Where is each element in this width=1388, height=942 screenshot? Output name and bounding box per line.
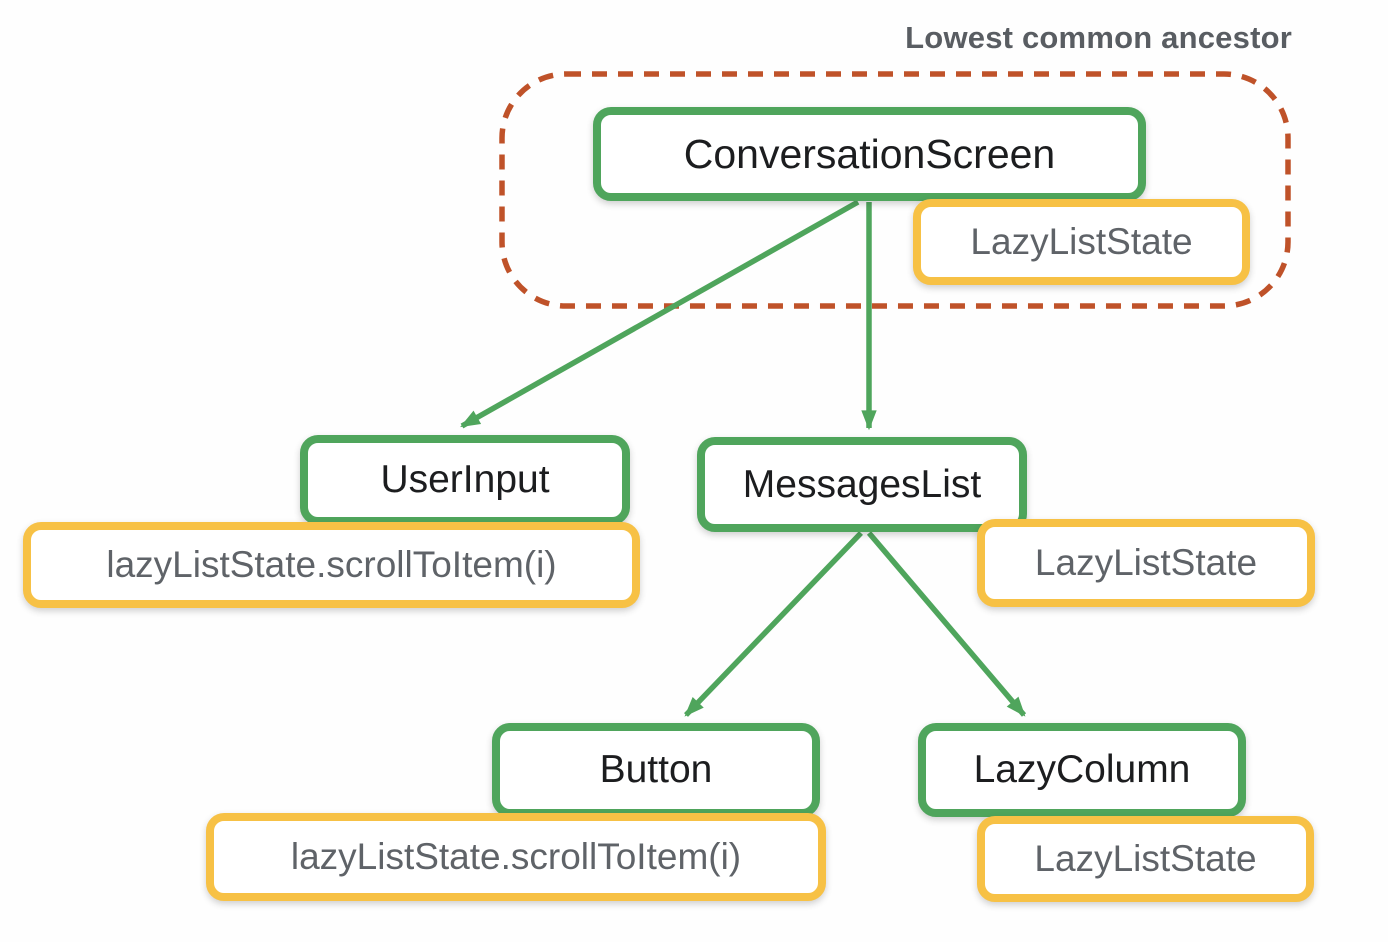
badge-label: lazyListState.scrollToItem(i) xyxy=(290,836,742,877)
lowest-common-ancestor-outline xyxy=(499,71,1291,309)
edge-conversationscreen-userinput xyxy=(460,199,860,429)
badge-label: lazyListState.scrollToItem(i) xyxy=(106,544,557,585)
node-userinput: UserInput xyxy=(300,435,630,525)
badge-lazyliststate-messageslist: LazyListState xyxy=(977,519,1315,607)
badge-scrolltoitem-userinput: lazyListState.scrollToItem(i) xyxy=(23,522,640,608)
node-button: Button xyxy=(492,723,820,817)
node-messageslist-label: MessagesList xyxy=(742,462,982,506)
node-button-label: Button xyxy=(599,748,713,791)
node-lazycolumn-label: LazyColumn xyxy=(973,748,1191,791)
edge-messageslist-lazycolumn xyxy=(866,531,1027,717)
badge-lazyliststate-conversationscreen: LazyListState xyxy=(913,199,1250,285)
node-conversationscreen: ConversationScreen xyxy=(593,107,1146,201)
badge-lazyliststate-lazycolumn: LazyListState xyxy=(977,816,1314,902)
lowest-common-ancestor-label: Lowest common ancestor xyxy=(905,20,1292,55)
badge-label: LazyListState xyxy=(1034,542,1258,583)
node-lazycolumn: LazyColumn xyxy=(918,723,1246,817)
node-userinput-label: UserInput xyxy=(380,458,550,501)
edge-messageslist-button xyxy=(684,531,863,717)
badge-label: LazyListState xyxy=(1034,838,1257,879)
node-messageslist: MessagesList xyxy=(697,437,1027,532)
node-conversationscreen-label: ConversationScreen xyxy=(683,130,1056,177)
badge-label: LazyListState xyxy=(970,221,1193,262)
badge-scrolltoitem-button: lazyListState.scrollToItem(i) xyxy=(206,813,826,901)
